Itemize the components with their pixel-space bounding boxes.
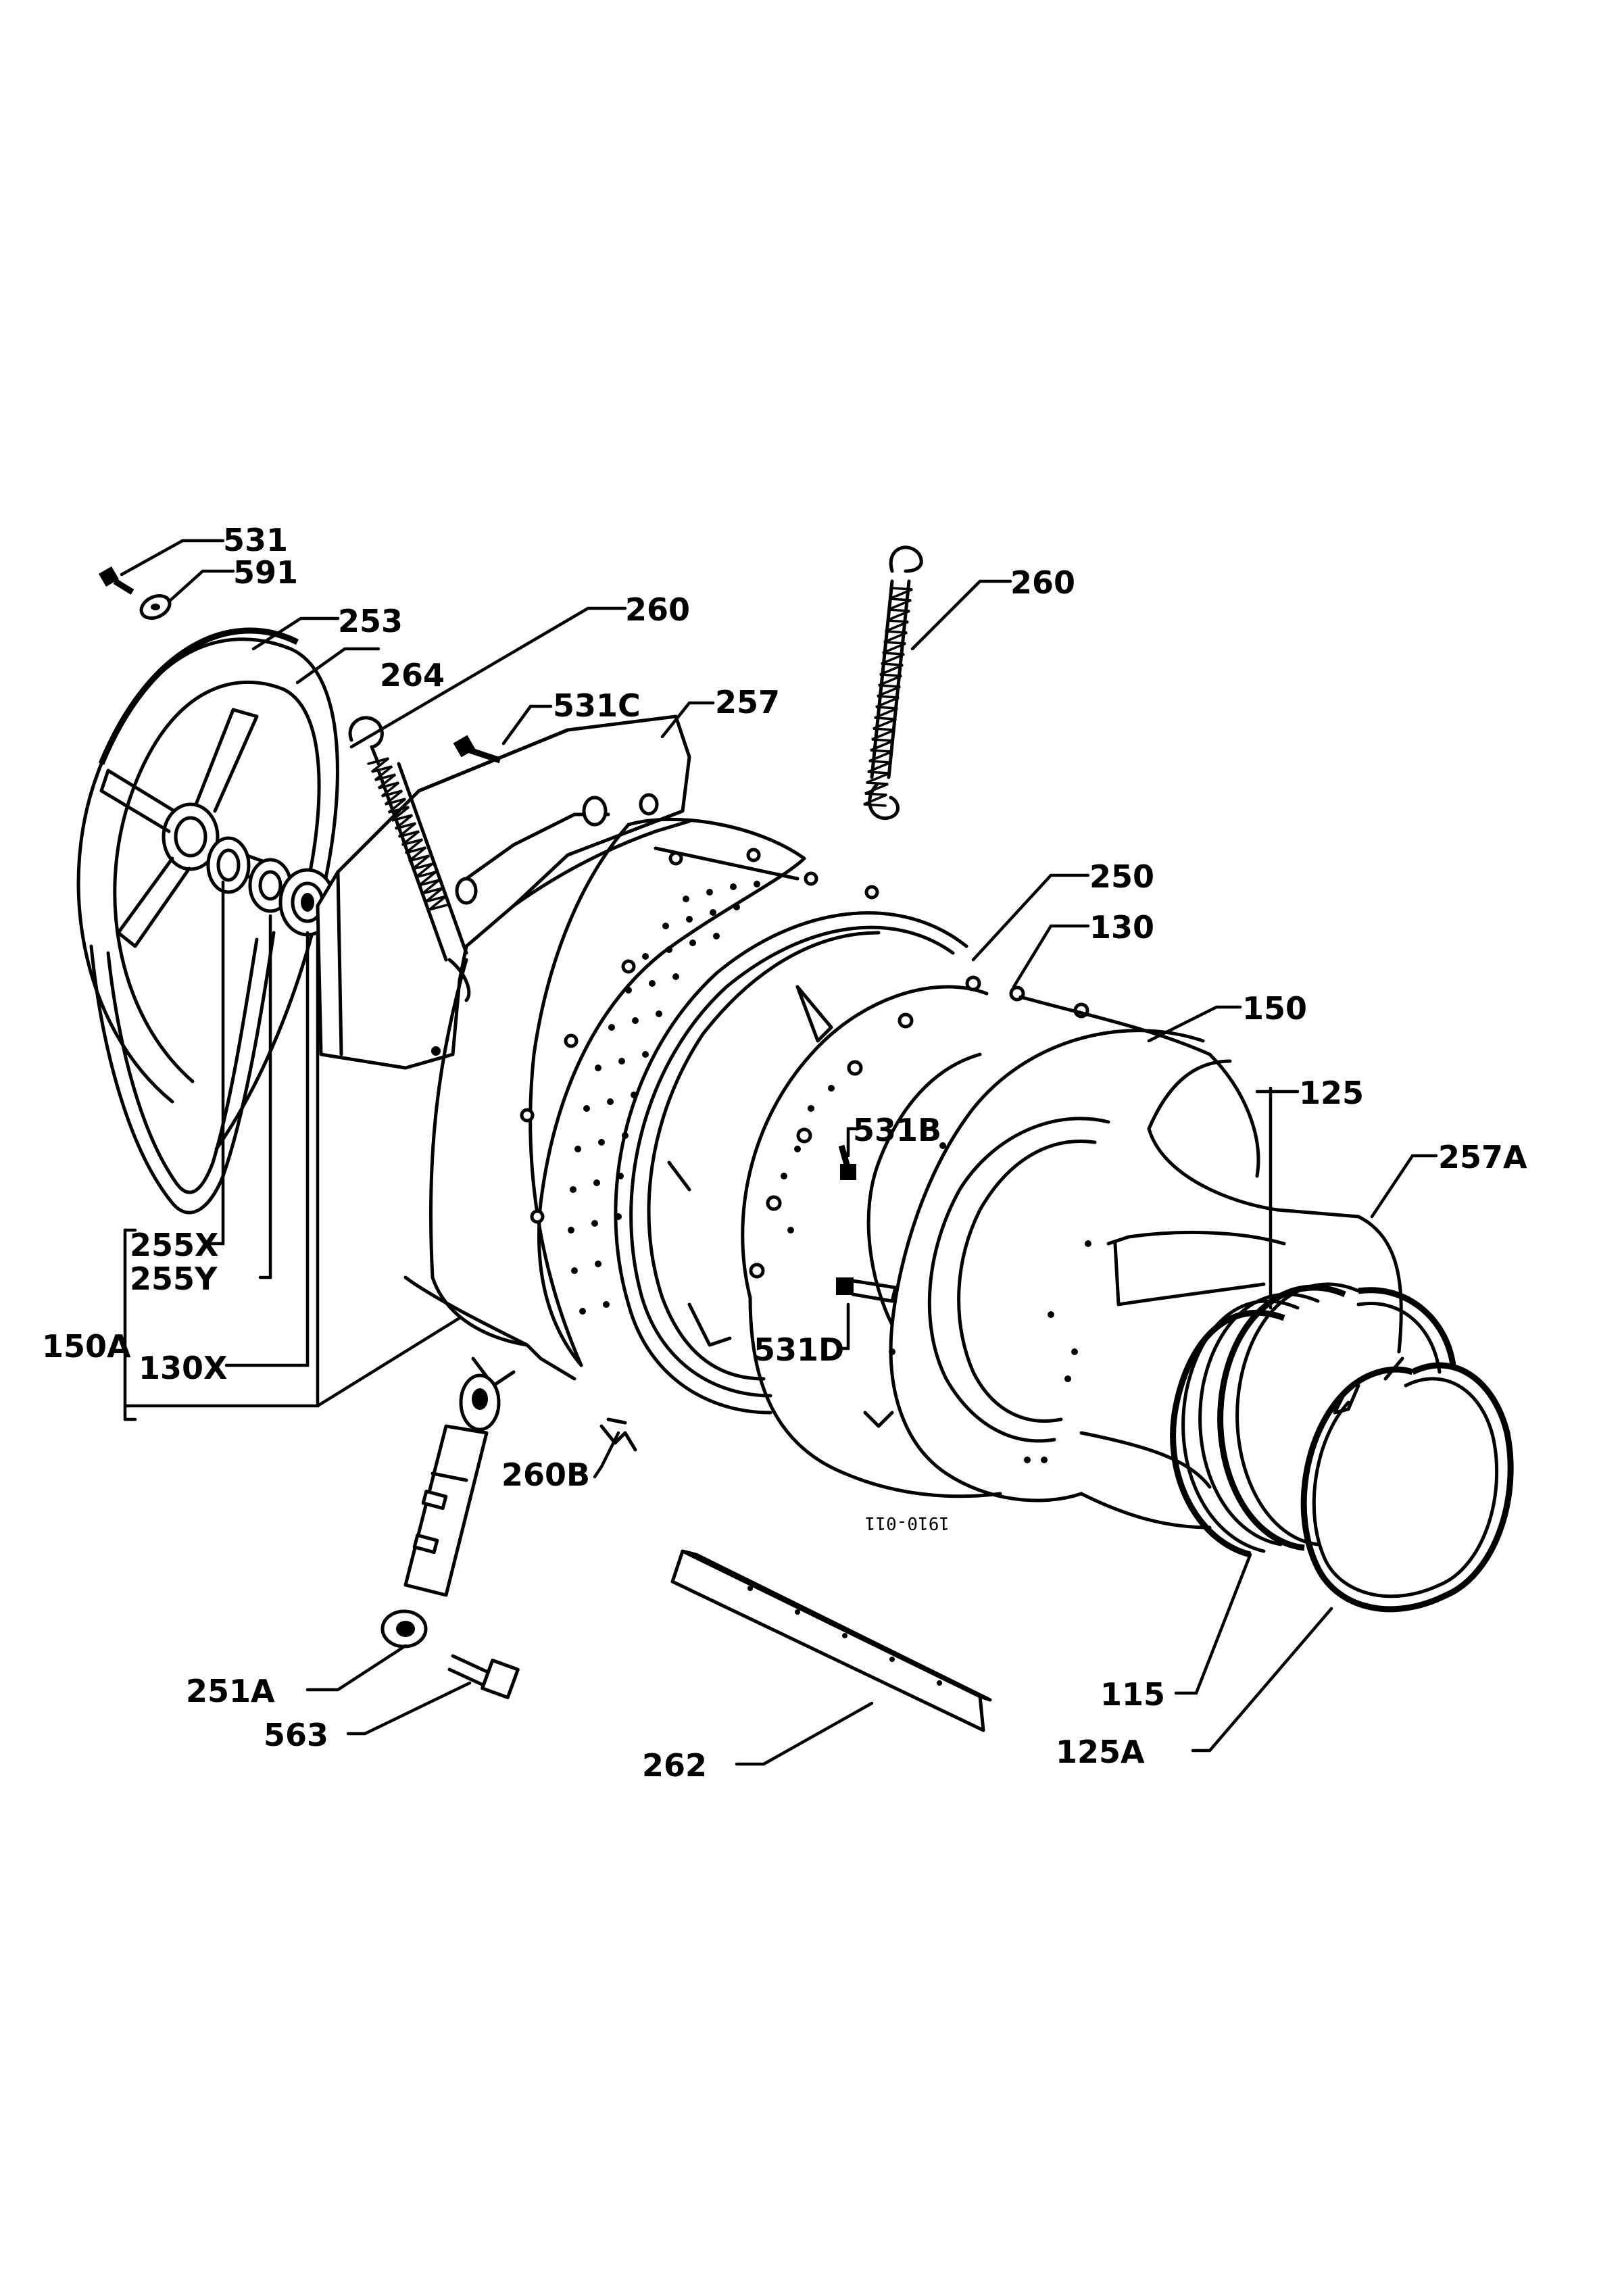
bolt-531D bbox=[836, 1277, 898, 1303]
label-125: 125 bbox=[1299, 1075, 1364, 1111]
ring-130 bbox=[741, 975, 1089, 1300]
label-260-right: 260 bbox=[1010, 564, 1075, 601]
label-531D: 531D bbox=[754, 1332, 844, 1368]
drum-perforated bbox=[520, 817, 879, 1367]
label-125A: 125A bbox=[1056, 1734, 1145, 1770]
bolt-531C bbox=[453, 735, 501, 764]
label-130: 130 bbox=[1089, 909, 1154, 946]
label-257A: 257A bbox=[1438, 1139, 1527, 1175]
part-labels: 531 591 253 264 260 531C 257 260 250 130… bbox=[42, 522, 1527, 1784]
clip-260B bbox=[599, 1417, 637, 1452]
counterweight-262 bbox=[670, 1549, 992, 1732]
ring-250 bbox=[614, 911, 968, 1415]
spring-260-right bbox=[863, 545, 923, 820]
bolt-563 bbox=[447, 1654, 520, 1700]
label-150A: 150A bbox=[42, 1328, 131, 1365]
front-panel-257A bbox=[1041, 1127, 1403, 1530]
label-264: 264 bbox=[380, 657, 445, 693]
label-262: 262 bbox=[642, 1747, 707, 1784]
leader-lines bbox=[120, 539, 1438, 1766]
label-255Y: 255Y bbox=[130, 1261, 218, 1297]
door-seal-rings bbox=[1170, 1282, 1514, 1613]
label-260-left: 260 bbox=[625, 591, 690, 628]
drawing-stamp: 1910-011 bbox=[865, 1513, 950, 1533]
label-531: 531 bbox=[223, 522, 288, 558]
bolt-531B bbox=[838, 1144, 856, 1180]
label-150: 150 bbox=[1242, 990, 1307, 1027]
label-260B: 260B bbox=[501, 1457, 590, 1493]
label-130X: 130X bbox=[139, 1350, 228, 1386]
bolt-531-washer-591 bbox=[98, 566, 172, 620]
label-591: 591 bbox=[233, 554, 298, 591]
label-563: 563 bbox=[264, 1717, 328, 1753]
front-tub-150: 1910-011 bbox=[748, 995, 1260, 1533]
label-253: 253 bbox=[338, 603, 403, 639]
label-257: 257 bbox=[715, 684, 780, 720]
spring-260-left bbox=[348, 716, 471, 1002]
label-531B: 531B bbox=[853, 1112, 941, 1148]
rear-tub-257 bbox=[316, 714, 691, 1388]
label-531C: 531C bbox=[553, 687, 641, 724]
label-255X: 255X bbox=[130, 1227, 219, 1263]
label-115: 115 bbox=[1100, 1676, 1165, 1713]
label-250: 250 bbox=[1089, 858, 1154, 895]
damper-251A bbox=[380, 1373, 501, 1648]
label-251A: 251A bbox=[186, 1673, 275, 1709]
